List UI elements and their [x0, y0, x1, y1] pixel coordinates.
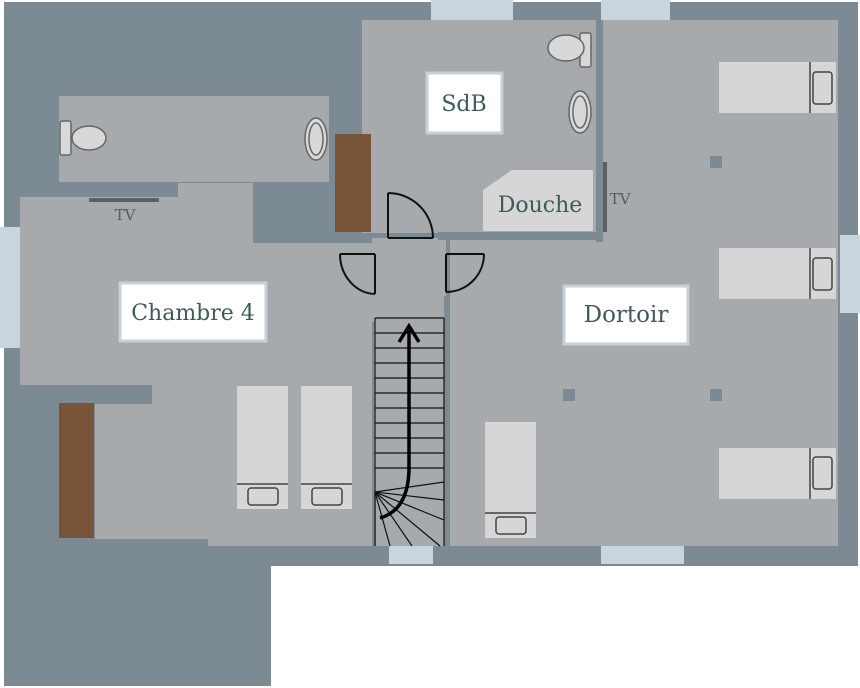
wardrobe-icon [59, 403, 94, 538]
interior-walls [59, 20, 603, 546]
shower-label: Douche [498, 193, 583, 218]
bed-icon [485, 422, 536, 538]
tv-icon [603, 162, 607, 232]
tvs [89, 162, 607, 232]
label-dormitory: Dortoir [562, 284, 690, 346]
bathroom-label: SdB [441, 92, 486, 117]
dormitory-label: Dortoir [584, 302, 669, 328]
doors [339, 192, 485, 295]
floor-dormitory [450, 20, 838, 546]
wall-bath-dorm [596, 20, 603, 242]
wall-dorm-left [444, 296, 450, 546]
bedside-marker [710, 156, 722, 168]
bed-icon [719, 448, 836, 499]
wall-bath-bottom [438, 232, 603, 240]
bedside-marker [563, 389, 575, 401]
wall-between-wc-bedroom [59, 182, 178, 196]
shower-tray [483, 170, 593, 231]
label-bathroom: SdB [425, 71, 504, 135]
door-swing-icon [339, 253, 376, 295]
outer-wall-lower-left [4, 560, 271, 686]
tv-icon [89, 198, 159, 202]
dormitory-markers [563, 156, 722, 401]
window-right-dorm [840, 235, 860, 313]
tv-label-dormitory: TV [610, 190, 632, 208]
sanitary [59, 32, 592, 161]
wardrobes [59, 134, 371, 538]
door-swing-icon [445, 253, 485, 293]
bedroom4-label: Chambre 4 [131, 301, 255, 326]
window-bottom-stairs [389, 546, 433, 564]
sink-icon [568, 90, 592, 134]
sink-icon [304, 117, 328, 161]
door-swing-icon [387, 192, 434, 239]
window-top-bath [431, 0, 513, 20]
bed-icon [719, 248, 836, 299]
window-bottom-dorm [601, 546, 684, 564]
stair-arrow-icon [379, 322, 421, 520]
beds [237, 62, 836, 538]
bed-icon [237, 386, 288, 509]
tv-label-bedroom4: TV [115, 206, 137, 224]
wardrobe-icon [335, 134, 371, 232]
toilet-icon [59, 120, 107, 156]
windows [0, 0, 860, 564]
bed-icon [301, 386, 352, 509]
window-left-bedroom [0, 227, 20, 348]
bed-icon [719, 62, 836, 113]
floor-landing [372, 238, 446, 322]
label-bedroom4: Chambre 4 [118, 281, 268, 343]
bedside-marker [710, 389, 722, 401]
window-top-dorm [601, 0, 670, 20]
toilet-icon [547, 32, 592, 68]
